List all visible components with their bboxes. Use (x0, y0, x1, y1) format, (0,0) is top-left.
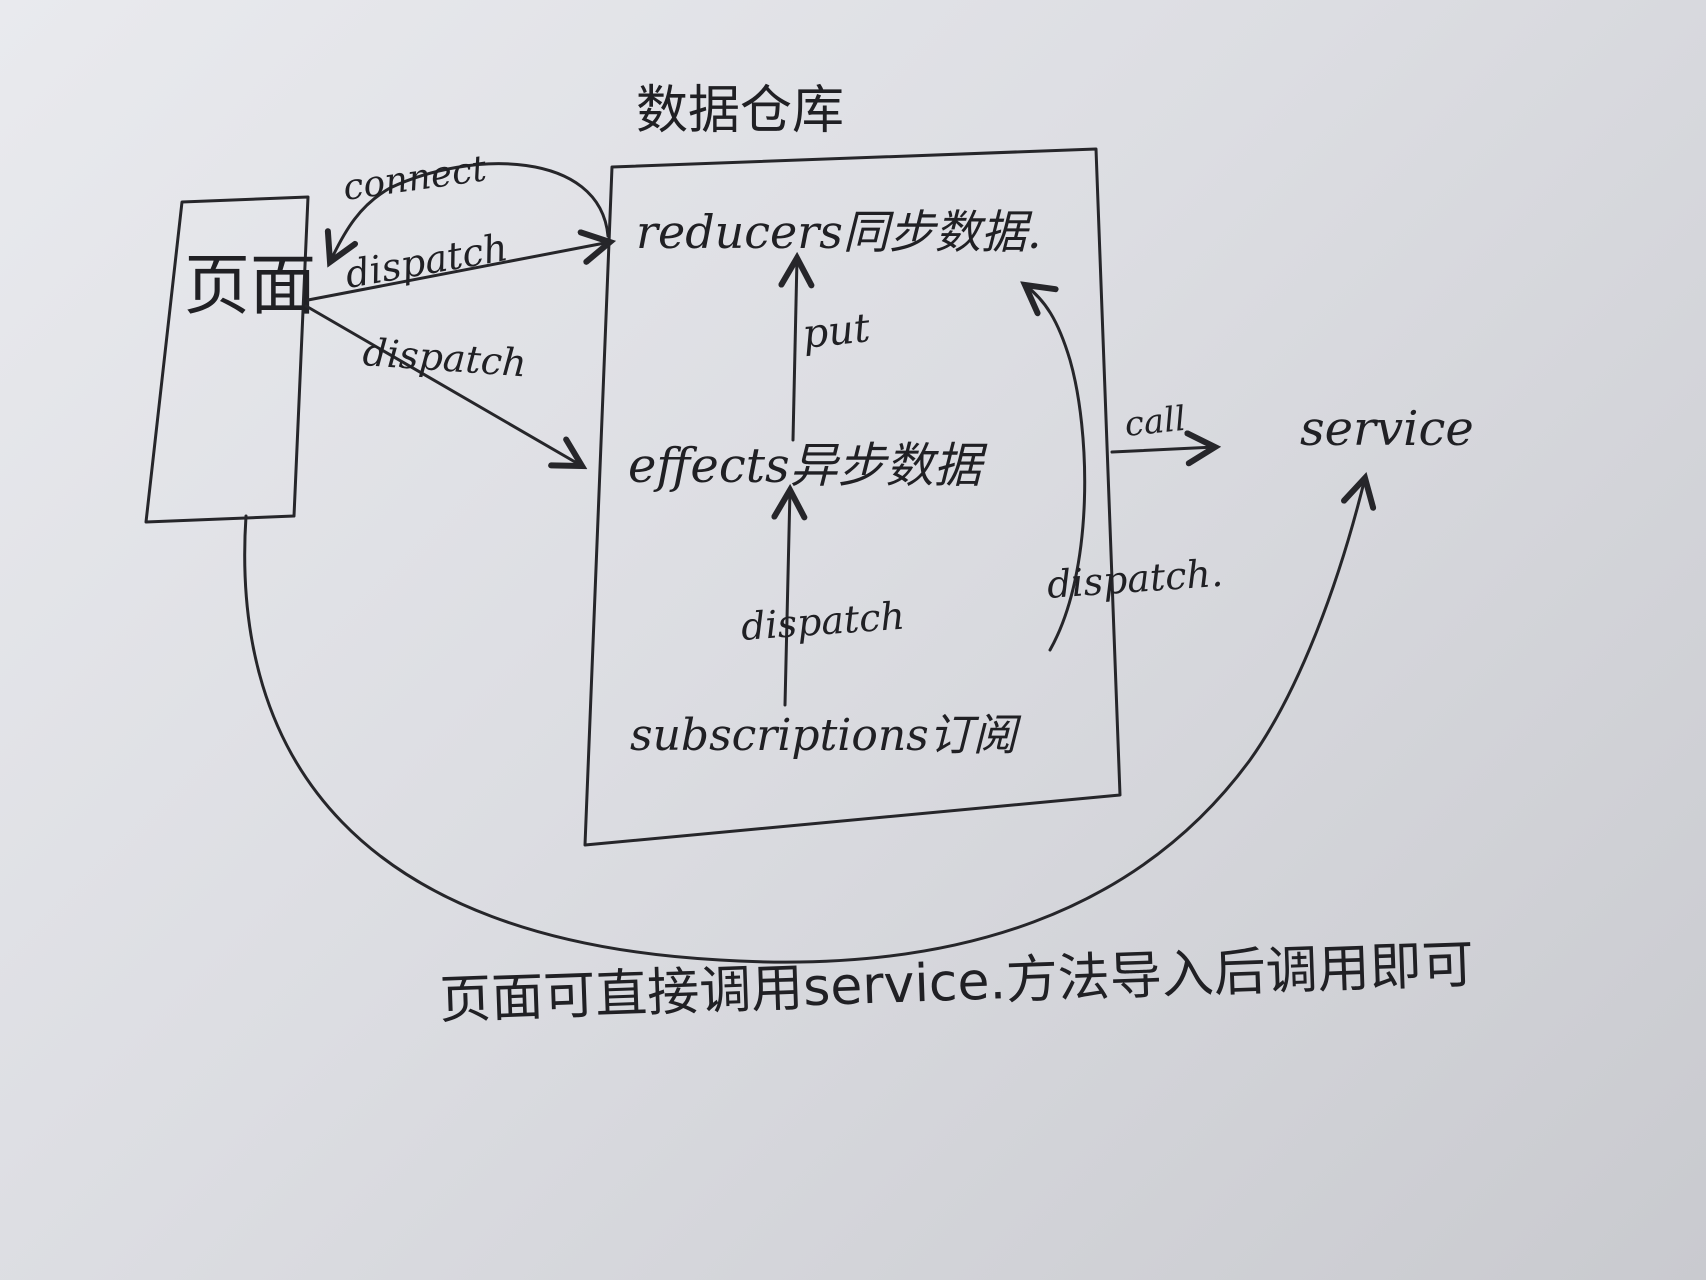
dispatch-sub-to-reducers-arrow (1025, 285, 1087, 652)
subscriptions-label: subscriptions订阅 (630, 710, 1022, 761)
page-label: 页面 (184, 247, 316, 324)
page-to-service-arrow (243, 478, 1365, 964)
page-box (144, 195, 310, 524)
put-arrow (793, 258, 797, 442)
dispatch-to-effects-label: dispatch (361, 330, 528, 385)
effects-label: effects异步数据 (628, 438, 988, 494)
connect-label: connect (341, 148, 490, 209)
footnote-text: 页面可直接调用service.方法导入后调用即可 (438, 935, 1474, 1031)
dispatch-sub-to-effects-arrow (785, 490, 790, 707)
store-box (583, 147, 1122, 847)
call-arrow (1110, 447, 1215, 452)
store-title: 数据仓库 (636, 81, 844, 141)
dispatch-sub-to-reducers-label: dispatch. (1046, 551, 1225, 607)
dispatch-to-effects-arrow (304, 304, 582, 466)
put-label: put (800, 305, 873, 358)
reducers-label: reducers同步数据. (636, 205, 1042, 259)
dispatch-to-reducers-arrow (306, 242, 610, 302)
connect-arrow (330, 162, 610, 262)
dispatch-to-page-label: dispatch (342, 225, 511, 297)
service-label: service (1300, 401, 1474, 457)
dispatch-sub-to-effects-label: dispatch (740, 594, 907, 649)
call-label: call (1123, 399, 1188, 445)
